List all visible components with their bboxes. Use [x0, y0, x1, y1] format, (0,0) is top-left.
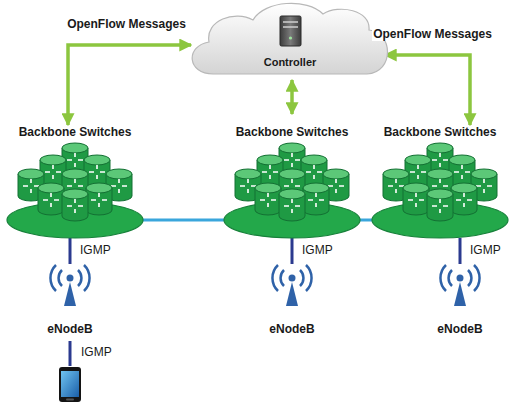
node-label: eNodeB [262, 262, 322, 336]
switch-group: Backbone Switches [370, 124, 510, 240]
switch-group: Backbone Switches [5, 124, 145, 240]
smartphone-icon [59, 367, 81, 402]
enodeb-node: eNodeB [40, 262, 100, 340]
antenna-icon [40, 262, 100, 308]
antenna-icon [262, 262, 322, 308]
node-label: Backbone Switches [370, 124, 510, 139]
message-label: OpenFlow Messages [66, 17, 187, 31]
openflow-arrow [385, 55, 470, 125]
node-label: Controller [185, 0, 395, 68]
network-link [69, 238, 72, 264]
node-label: Backbone Switches [222, 124, 362, 139]
enodeb-node: eNodeB [262, 262, 322, 340]
node-label: eNodeB [430, 262, 490, 336]
network-link [143, 219, 224, 222]
controller-cloud: Controller [185, 0, 395, 78]
openflow-arrow [290, 80, 294, 114]
switch-group: Backbone Switches [222, 124, 362, 240]
antenna-icon [430, 262, 490, 308]
switch-cluster [370, 140, 510, 240]
protocol-label: IGMP [80, 345, 113, 359]
protocol-label: IGMP [469, 243, 502, 257]
openflow-arrow [68, 45, 191, 125]
message-label: OpenFlow Messages [372, 27, 493, 41]
protocol-label: IGMP [79, 243, 112, 257]
igmp-link [69, 341, 72, 366]
enodeb-node: eNodeB [430, 262, 490, 340]
network-link [291, 238, 294, 264]
node-label: Backbone Switches [5, 124, 145, 139]
switch-cluster [222, 140, 362, 240]
network-link [459, 238, 462, 264]
node-label: eNodeB [40, 262, 100, 336]
network-link [360, 219, 372, 222]
protocol-label: IGMP [301, 243, 334, 257]
switch-cluster [5, 140, 145, 240]
